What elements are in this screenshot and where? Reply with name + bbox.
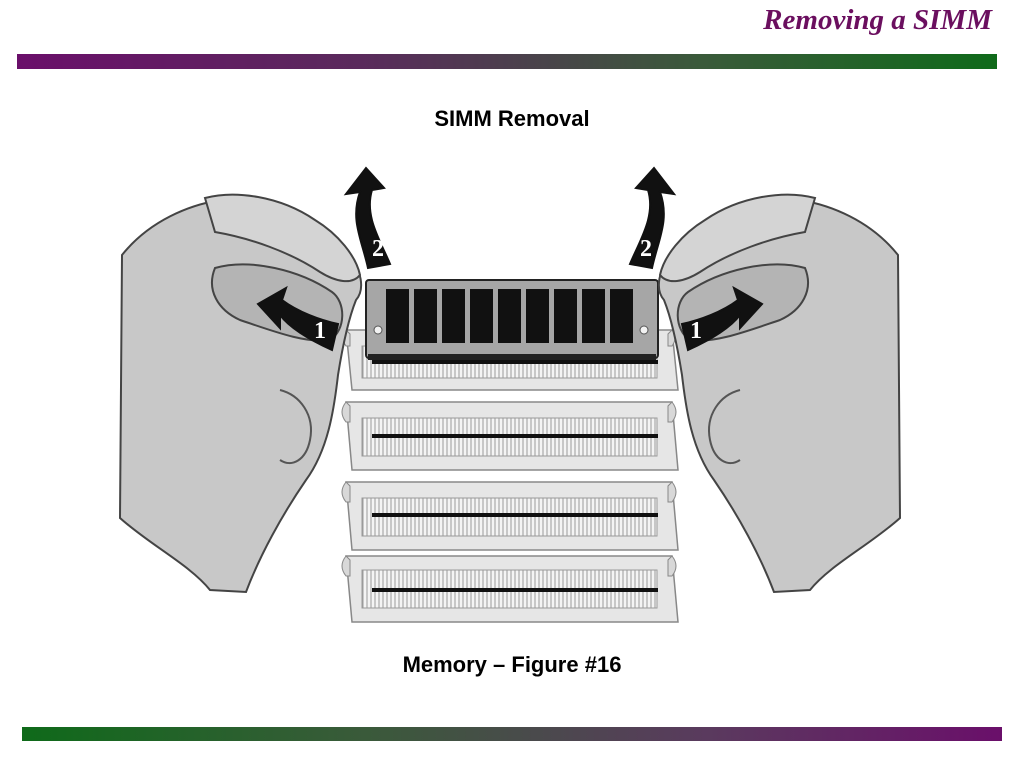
step-1-label-left: 1 bbox=[314, 318, 326, 344]
figure-caption: Memory – Figure #16 bbox=[402, 652, 622, 677]
memory-socket bbox=[341, 481, 679, 551]
memory-socket bbox=[341, 555, 679, 623]
simm-module bbox=[365, 279, 659, 360]
top-divider-bar bbox=[17, 54, 997, 69]
left-hand bbox=[118, 193, 363, 594]
step-1-label-right: 1 bbox=[690, 318, 702, 344]
figure-heading: SIMM Removal bbox=[434, 106, 590, 131]
curved-arrow-icon bbox=[628, 166, 677, 270]
step-2-label-left: 2 bbox=[372, 236, 384, 262]
curved-arrow-icon bbox=[343, 166, 392, 270]
bottom-divider-bar bbox=[22, 727, 1002, 741]
right-hand bbox=[657, 193, 902, 594]
memory-socket bbox=[341, 401, 679, 471]
curved-arrow-icon bbox=[680, 285, 764, 352]
curved-arrow-icon bbox=[256, 285, 340, 352]
simm-removal-illustration: 1 1 2 2 bbox=[118, 166, 902, 623]
step-2-label-right: 2 bbox=[640, 236, 652, 262]
slide-title: Removing a SIMM bbox=[763, 4, 992, 36]
